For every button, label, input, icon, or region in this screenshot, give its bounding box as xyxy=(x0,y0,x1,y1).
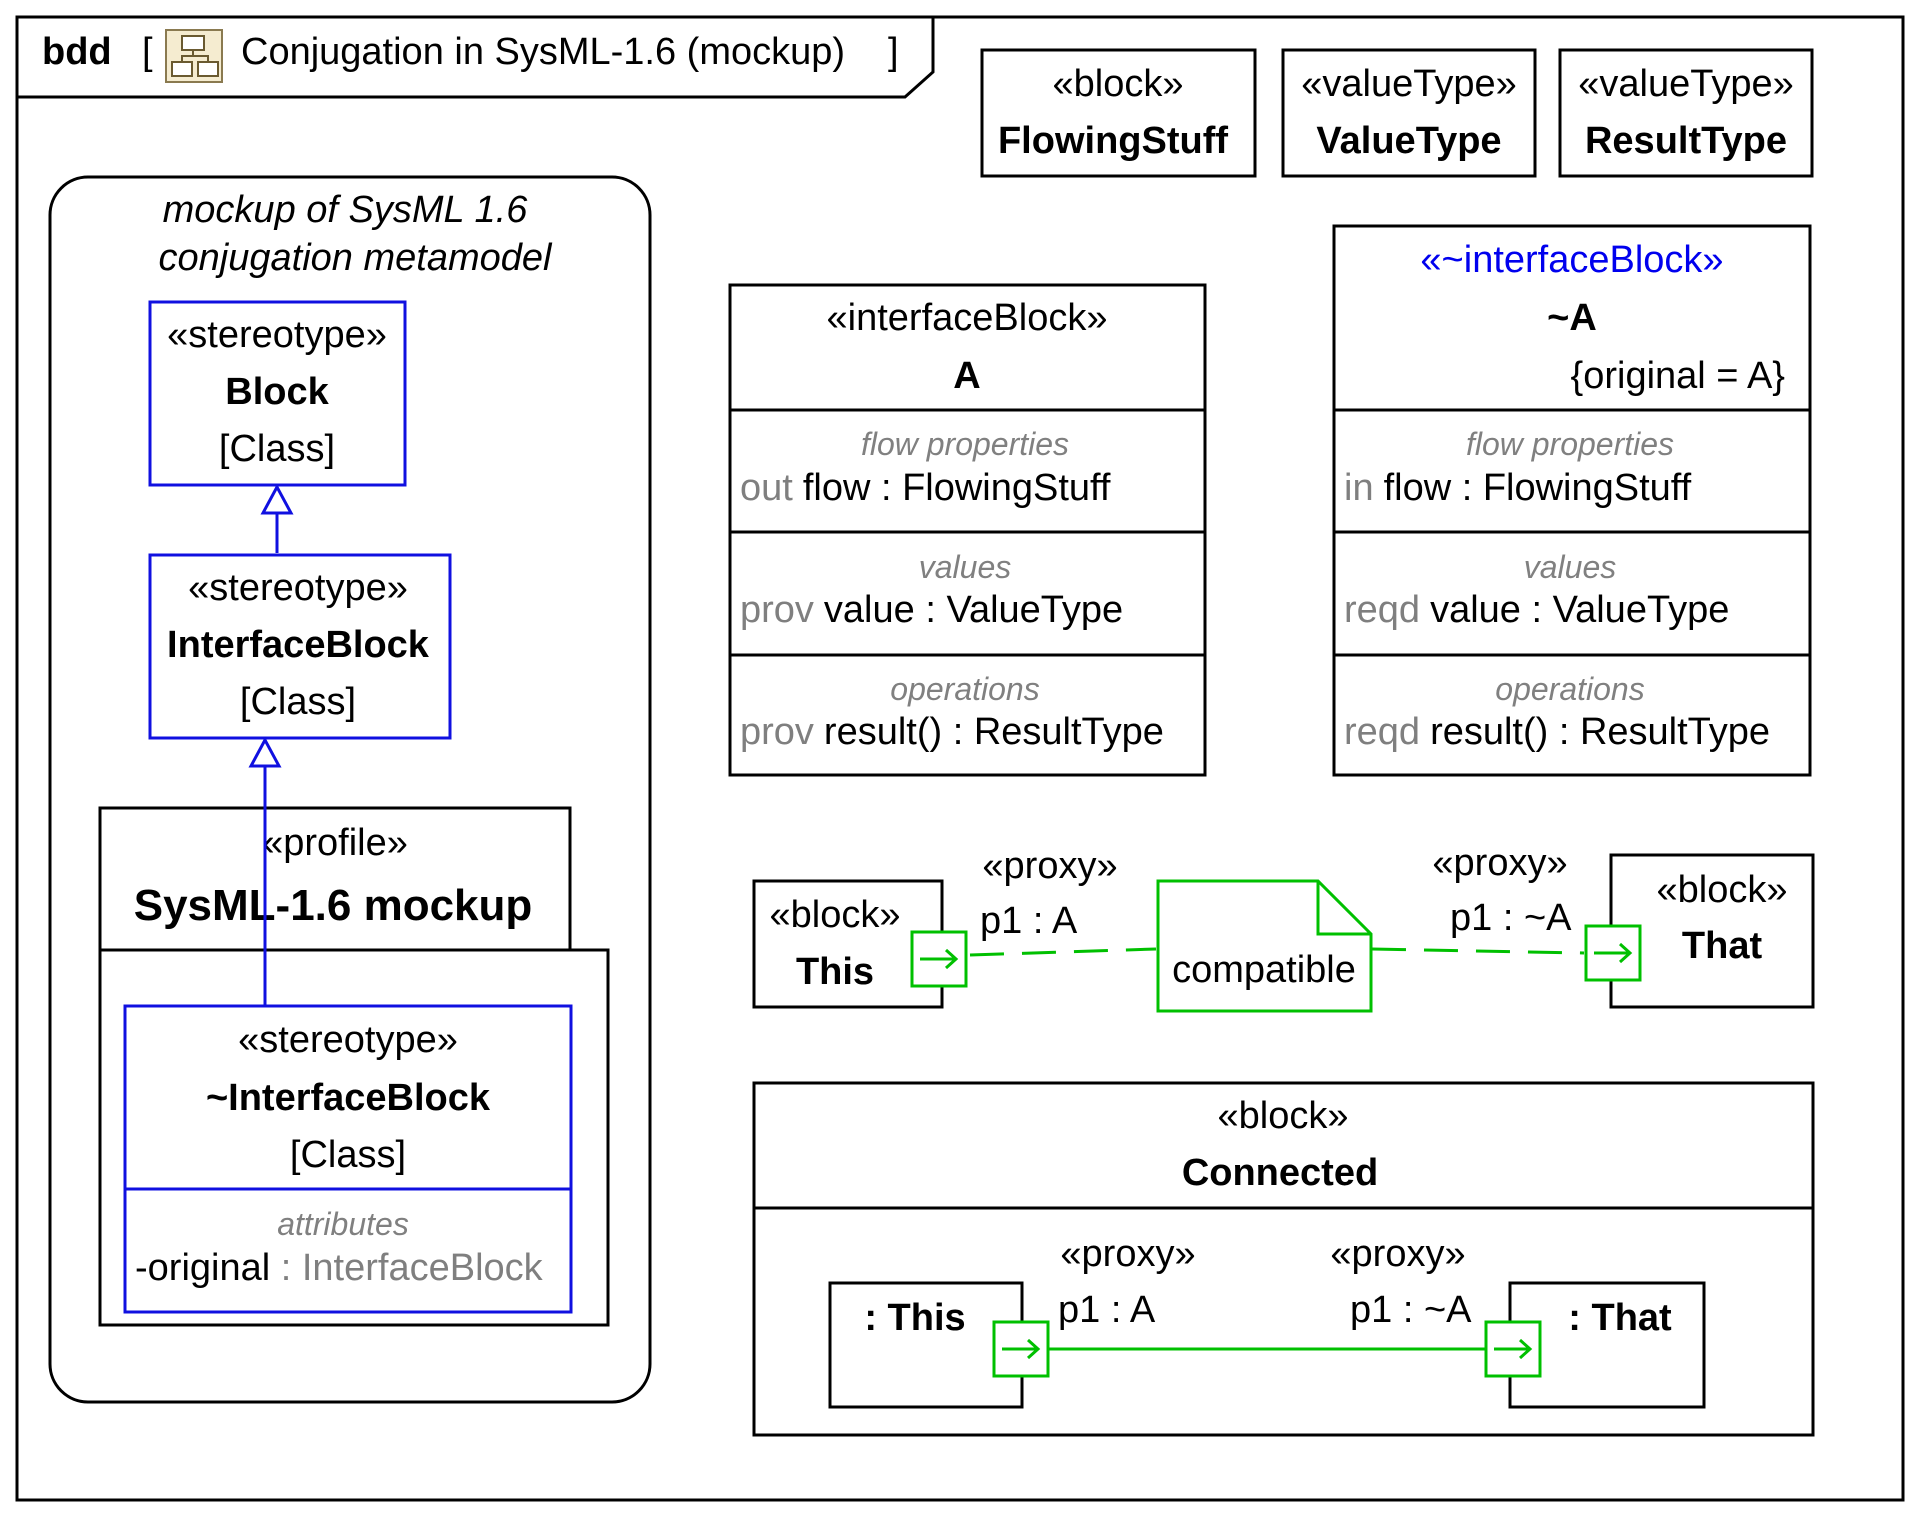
iface-a-flow-caption: flow properties xyxy=(861,426,1069,462)
stereotype-interfaceblock-name: InterfaceBlock xyxy=(167,624,430,666)
frame-close-bracket: ] xyxy=(888,31,899,73)
iface-conj-flow-caption: flow properties xyxy=(1466,426,1674,462)
block-flowingstuff[interactable]: «block» FlowingStuff xyxy=(980,48,1257,178)
block-this-keyword: «block» xyxy=(770,894,901,936)
that-port-keyword: «proxy» xyxy=(1432,842,1567,884)
stereotype-interfaceblock-meta: [Class] xyxy=(240,681,356,723)
iface-conj-constraint: {original = A} xyxy=(1571,355,1785,397)
iface-conj-values-caption: values xyxy=(1524,549,1617,585)
frame-heading-tab xyxy=(17,17,935,99)
this-port-keyword: «proxy» xyxy=(982,845,1117,887)
that-proxy-port[interactable] xyxy=(1584,924,1642,982)
iface-a-values-caption: values xyxy=(919,549,1012,585)
stereotype-conj-interfaceblock[interactable]: «stereotype» ~InterfaceBlock [Class] att… xyxy=(123,1004,573,1314)
port-arrow-icon xyxy=(920,948,959,970)
frame-title: Conjugation in SysML-1.6 (mockup) xyxy=(241,31,845,73)
package-diagram-icon xyxy=(165,29,223,83)
part-that[interactable]: : That xyxy=(1508,1281,1706,1409)
this-proxy-port[interactable] xyxy=(910,930,968,988)
stereotype-conj-name: ~InterfaceBlock xyxy=(206,1077,491,1119)
flowingstuff-name: FlowingStuff xyxy=(998,120,1228,162)
iface-conj-ops-caption: operations xyxy=(1495,671,1644,707)
part-that-proxy-port[interactable] xyxy=(1484,1320,1542,1378)
part-this-proxy-port[interactable] xyxy=(992,1320,1050,1378)
compatible-note-text: compatible xyxy=(1172,949,1356,991)
resulttype-name: ResultType xyxy=(1585,120,1787,162)
part-that-port-keyword: «proxy» xyxy=(1330,1233,1465,1275)
part-this-port-keyword: «proxy» xyxy=(1060,1233,1195,1275)
stereotype-block-meta: [Class] xyxy=(219,428,335,470)
frame-kind: bdd xyxy=(42,31,112,73)
iface-conj-keyword: «~interfaceBlock» xyxy=(1420,239,1723,281)
block-that-keyword: «block» xyxy=(1657,869,1788,911)
compatible-link-right[interactable] xyxy=(1371,947,1585,955)
block-that[interactable]: «block» That xyxy=(1609,853,1815,1009)
attributes-caption: attributes xyxy=(277,1206,409,1242)
frame-open-bracket: [ xyxy=(142,31,153,73)
interfaceblock-conj-a[interactable]: «~interfaceBlock» ~A {original = A} flow… xyxy=(1332,224,1812,777)
part-this-port-label: p1 : A xyxy=(1058,1289,1156,1331)
block-connected-name: Connected xyxy=(1182,1152,1378,1194)
part-that-name: : That xyxy=(1568,1297,1672,1339)
stereotype-block-name: Block xyxy=(225,371,329,413)
part-this-name: : This xyxy=(864,1297,965,1339)
part-that-port-label: p1 : ~A xyxy=(1350,1289,1472,1331)
profile-name: SysML-1.6 mockup xyxy=(134,881,533,930)
that-port-label: p1 : ~A xyxy=(1450,897,1572,939)
iface-a-keyword: «interfaceBlock» xyxy=(827,297,1108,339)
block-that-name: That xyxy=(1682,925,1763,967)
metamodel-caption-line1: mockup of SysML 1.6 xyxy=(163,189,529,231)
resulttype-keyword: «valueType» xyxy=(1578,63,1794,105)
block-this-name: This xyxy=(796,951,874,993)
compatible-link-left[interactable] xyxy=(969,947,1157,957)
stereotype-interfaceblock[interactable]: «stereotype» InterfaceBlock [Class] xyxy=(148,553,452,740)
valuetype-resulttype[interactable]: «valueType» ResultType xyxy=(1558,48,1814,178)
stereotype-conj-meta: [Class] xyxy=(290,1134,406,1176)
port-arrow-icon xyxy=(1494,1338,1533,1360)
valuetype-keyword: «valueType» xyxy=(1301,63,1517,105)
valuetype-name: ValueType xyxy=(1316,120,1501,162)
block-connected-keyword: «block» xyxy=(1218,1095,1349,1137)
compatible-note[interactable]: compatible xyxy=(1156,879,1373,1013)
iface-a-ops-caption: operations xyxy=(890,671,1039,707)
this-port-label: p1 : A xyxy=(980,900,1078,942)
iface-conj-name: ~A xyxy=(1547,297,1597,339)
port-arrow-icon xyxy=(1002,1338,1041,1360)
attribute-original: -original : InterfaceBlock xyxy=(135,1247,544,1289)
valuetype-valuetype[interactable]: «valueType» ValueType xyxy=(1281,48,1537,178)
flowingstuff-keyword: «block» xyxy=(1053,63,1184,105)
port-arrow-icon xyxy=(1594,942,1633,964)
profile-keyword: «profile» xyxy=(262,822,408,864)
metamodel-caption-line2: conjugation metamodel xyxy=(159,237,553,279)
iface-a-name: A xyxy=(953,355,980,397)
stereotype-block[interactable]: «stereotype» Block [Class] xyxy=(148,300,407,487)
generalization-arrowhead-2 xyxy=(248,736,282,768)
stereotype-interfaceblock-keyword: «stereotype» xyxy=(188,567,408,609)
part-this[interactable]: : This xyxy=(828,1281,1024,1409)
stereotype-block-keyword: «stereotype» xyxy=(167,314,387,356)
generalization-arrowhead xyxy=(260,483,294,515)
stereotype-conj-keyword: «stereotype» xyxy=(238,1019,458,1061)
